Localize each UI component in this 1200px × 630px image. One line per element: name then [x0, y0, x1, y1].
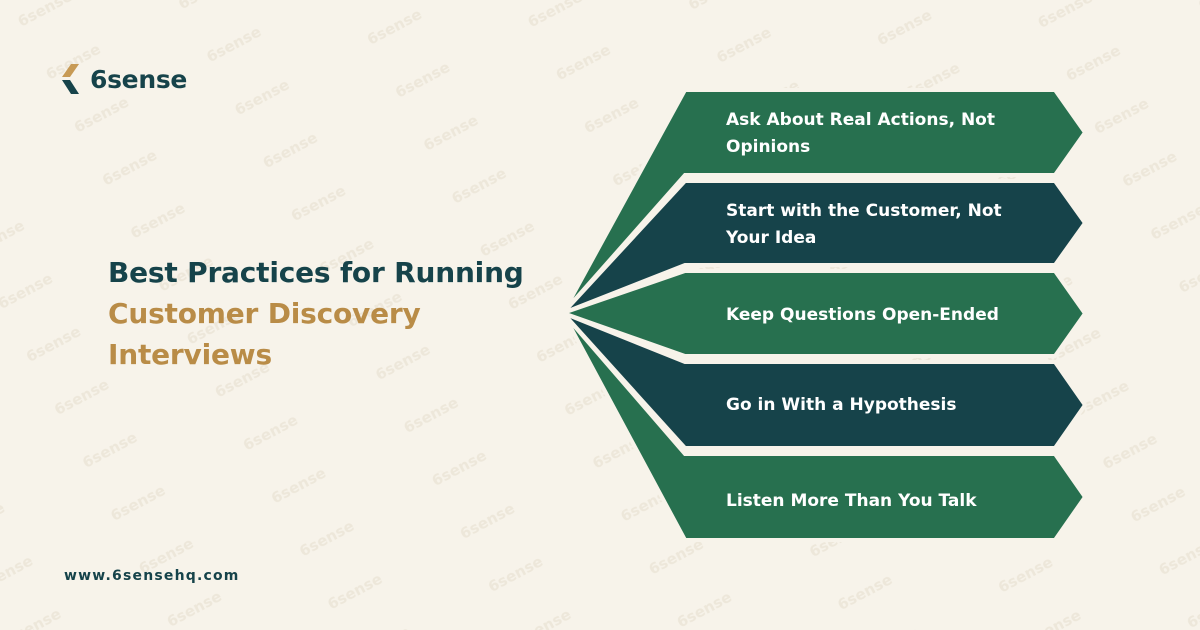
title-line-3: Interviews [108, 338, 272, 371]
step-label-4: Go in With a Hypothesis [726, 394, 957, 415]
website-url: www.6sensehq.com [64, 568, 240, 584]
step-label-2: Start with the Customer, Not Your Idea [726, 201, 1002, 248]
title-line-2: Customer Discovery [108, 297, 421, 330]
6sense-chevron-logo-icon [62, 64, 79, 94]
step-banner-5 [561, 311, 1088, 542]
page-title: Best Practices for Running Customer Disc… [108, 252, 568, 375]
step-banner-1 [561, 88, 1088, 315]
step-label-3: Keep Questions Open-Ended [726, 304, 999, 325]
step-banner-2 [561, 179, 1088, 315]
title-line-1: Best Practices for Running [108, 256, 524, 289]
step-banner-3 [556, 269, 1088, 358]
brand-name: 6sense [90, 64, 188, 94]
step-label-5: Listen More Than You Talk [726, 490, 977, 511]
step-label-1: Ask About Real Actions, Not Opinions [726, 110, 995, 157]
brand-logo: 6sense [62, 64, 187, 94]
step-banner-4 [561, 311, 1088, 450]
